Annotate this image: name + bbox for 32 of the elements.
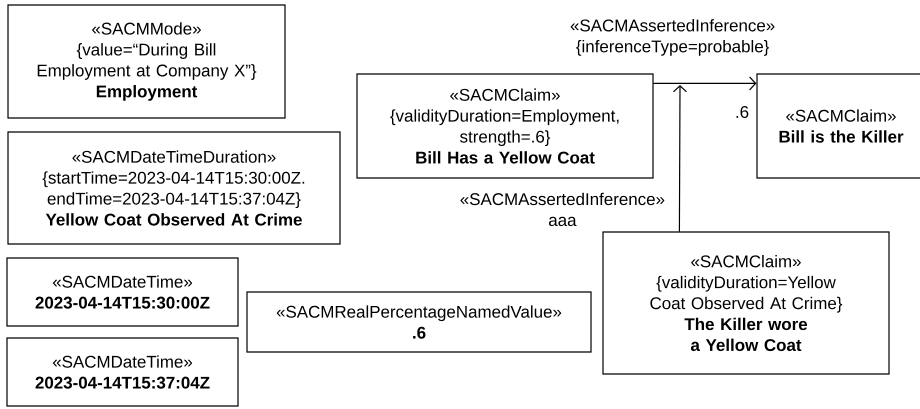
stereotype-label: «SACMDateTimeDuration» bbox=[72, 150, 276, 163]
element-box bbox=[7, 131, 341, 245]
tagged-value-text: {startTime=2023-04-14T15:30:00Z. endTime=2023-04-14T15:37:04Z} bbox=[42, 171, 304, 208]
claim-box bbox=[356, 73, 654, 179]
arrow bbox=[654, 76, 756, 90]
element-box bbox=[246, 291, 592, 353]
element-name: 2023-04-14T15:37:04Z bbox=[36, 376, 210, 389]
claim-box bbox=[756, 73, 920, 179]
stereotype-label: «SACMRealPercentageNamedValue» bbox=[276, 305, 562, 322]
claim-box bbox=[602, 231, 890, 375]
element-name: Bill Has a Yellow Coat bbox=[416, 151, 595, 164]
element-box bbox=[7, 4, 286, 119]
tagged-value-text: {validityDuration=Employment, strength=.6} bbox=[390, 109, 619, 146]
tagged-value-text: {value=“During Bill Employment at Company X”} bbox=[38, 43, 256, 80]
element-name: The Killer wore a Yellow Coat bbox=[684, 318, 808, 352]
element-name: .6 bbox=[413, 326, 426, 339]
stereotype-label: «SACMDateTime» bbox=[52, 355, 192, 368]
arrow bbox=[673, 85, 687, 232]
stereotype-label: «SACMMode» bbox=[92, 22, 201, 35]
element-name: Yellow Coat Observed At Crime bbox=[46, 213, 302, 226]
stereotype-label: «SACMClaim» bbox=[450, 88, 560, 101]
tagged-value-text: {validityDuration=Yellow Coat Observed At Crime} bbox=[650, 276, 842, 313]
stereotype-label: «SACMClaim» bbox=[786, 109, 896, 122]
element-name: 2023-04-14T15:30:00Z bbox=[36, 296, 210, 309]
stereotype-label: «SACMClaim» bbox=[691, 254, 801, 268]
element-box bbox=[6, 257, 239, 327]
edge-label: «SACMAssertedInference» {inferenceType=probable} bbox=[570, 19, 775, 56]
stereotype-label: «SACMDateTime» bbox=[52, 275, 192, 288]
edge-label: «SACMAssertedInference» aaa bbox=[460, 192, 664, 226]
element-name: Employment bbox=[96, 85, 198, 101]
element-name: Bill is the Killer bbox=[780, 130, 904, 143]
element-box bbox=[6, 337, 239, 407]
